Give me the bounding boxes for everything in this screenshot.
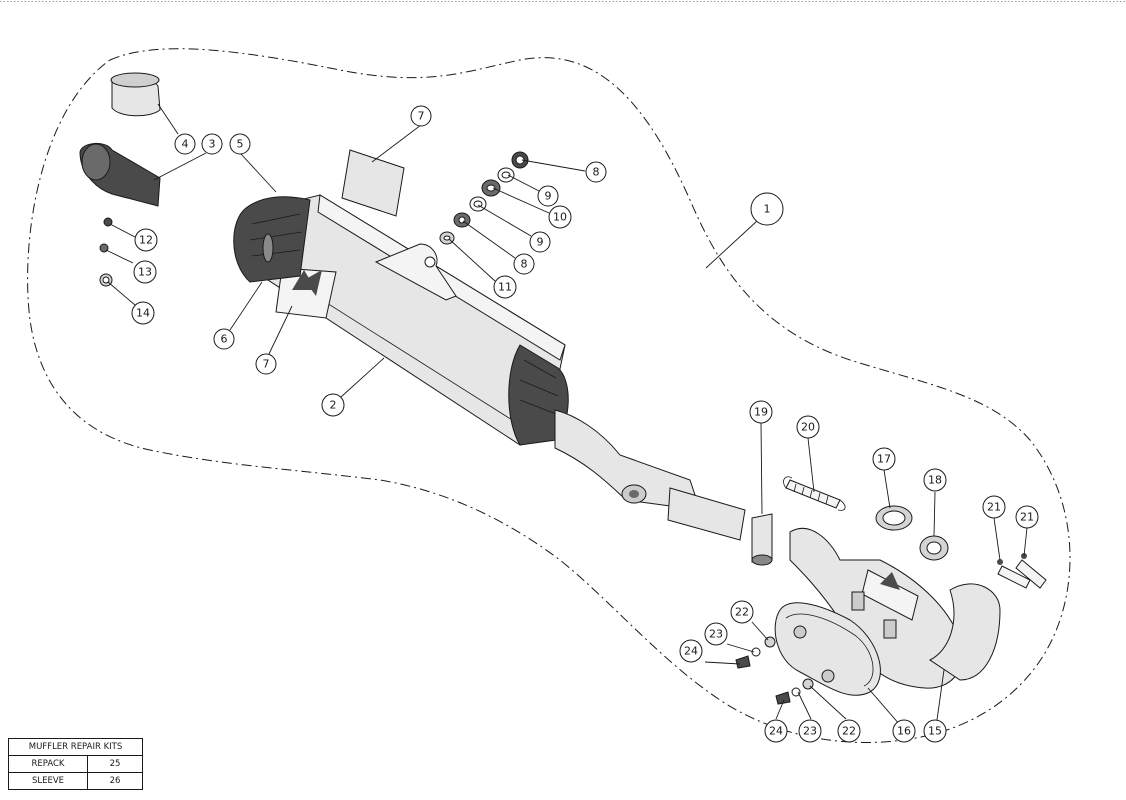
callout-8-top-label: 8 [593,166,600,179]
callout-13: 13 [133,260,157,284]
callout-9-top-label: 9 [545,190,552,203]
callout-16: 16 [892,719,916,743]
callout-19-label: 19 [754,406,768,419]
springs-21 [997,553,1047,589]
heat-shield-16 [774,602,881,696]
callout-15-label: 15 [928,725,942,738]
kits-row: SLEEVE 26 [8,772,143,790]
callout-10-label: 10 [553,211,567,224]
callout-16-label: 16 [897,725,911,738]
callout-8-top: 8 [585,161,607,183]
callout-24-upper-label: 24 [684,645,698,658]
callout-21-right-label: 21 [1020,511,1034,524]
callout-24-upper: 24 [679,639,703,663]
leader-lines [105,103,1028,728]
callout-8-bottom-label: 8 [521,258,528,271]
muffler-rear-cap [508,344,569,446]
callout-14: 14 [131,301,155,325]
kits-title-row: MUFFLER REPAIR KITS [8,738,143,756]
callout-22-lower-label: 22 [842,725,856,738]
callout-23-upper: 23 [704,622,728,646]
callout-21-left-label: 21 [987,501,1001,514]
callout-24-lower: 24 [764,719,788,743]
washers-8-11 [439,151,529,245]
callout-22-upper: 22 [730,600,754,624]
assembly-boundary [27,48,1071,743]
callout-23-lower: 23 [798,719,822,743]
callout-2-label: 2 [330,399,337,412]
callout-15: 15 [923,719,947,743]
callout-11-label: 11 [498,281,512,294]
callout-21-left: 21 [982,495,1006,519]
callout-8-bottom: 8 [513,253,535,275]
callout-23-upper-label: 23 [709,628,723,641]
callout-23-lower-label: 23 [803,725,817,738]
callout-18: 18 [923,468,947,492]
callout-9-bottom: 9 [529,231,551,253]
callout-7-sticker: 7 [410,105,432,127]
callout-1-label: 1 [764,203,771,216]
callout-5-label: 5 [237,138,244,151]
callout-21-right: 21 [1015,505,1039,529]
spring-20 [783,476,846,511]
label-sticker-7 [341,149,405,217]
callout-7-plate-label: 7 [263,358,270,371]
muffler-end-cap [233,196,311,283]
header-pipe [789,527,1001,689]
kit-label: SLEEVE [8,772,88,790]
callout-17: 17 [872,447,896,471]
link-pipe [554,409,746,541]
callout-19: 19 [749,400,773,424]
callout-24-lower-label: 24 [769,725,783,738]
callout-12: 12 [134,228,158,252]
callout-4-label: 4 [182,138,189,151]
end-cap-parts-3-4 [79,72,161,207]
callout-6-label: 6 [221,333,228,346]
callout-6: 6 [213,328,235,350]
callout-1: 1 [750,192,784,226]
hardware-22-24 [735,636,814,705]
kit-part-number: 25 [87,755,143,773]
callout-22-upper-label: 22 [735,606,749,619]
muffler-repair-kits-table: MUFFLER REPAIR KITS REPACK 25 SLEEVE 26 [8,738,143,790]
callout-4: 4 [174,133,196,155]
callout-20: 20 [796,415,820,439]
muffler-body [244,194,566,446]
callout-17-label: 17 [877,453,891,466]
callout-13-label: 13 [138,266,152,279]
kits-row: REPACK 25 [8,755,143,773]
callout-10: 10 [548,205,572,229]
callout-11: 11 [493,275,517,299]
callout-7-plate: 7 [255,353,277,375]
callout-14-label: 14 [136,307,150,320]
callout-5: 5 [229,133,251,155]
callout-7-sticker-label: 7 [418,110,425,123]
kits-title: MUFFLER REPAIR KITS [8,738,143,756]
callout-22-lower: 22 [837,719,861,743]
callout-12-label: 12 [139,234,153,247]
callout-3: 3 [201,133,223,155]
callout-9-top: 9 [537,185,559,207]
kit-label: REPACK [8,755,88,773]
sleeve-19 [751,513,773,566]
gasket-17 [875,505,913,531]
flange-18 [919,535,949,561]
callout-9-bottom-label: 9 [537,236,544,249]
kit-part-number: 26 [87,772,143,790]
callout-3-label: 3 [209,138,216,151]
callout-2: 2 [321,393,345,417]
callout-20-label: 20 [801,421,815,434]
callout-18-label: 18 [928,474,942,487]
